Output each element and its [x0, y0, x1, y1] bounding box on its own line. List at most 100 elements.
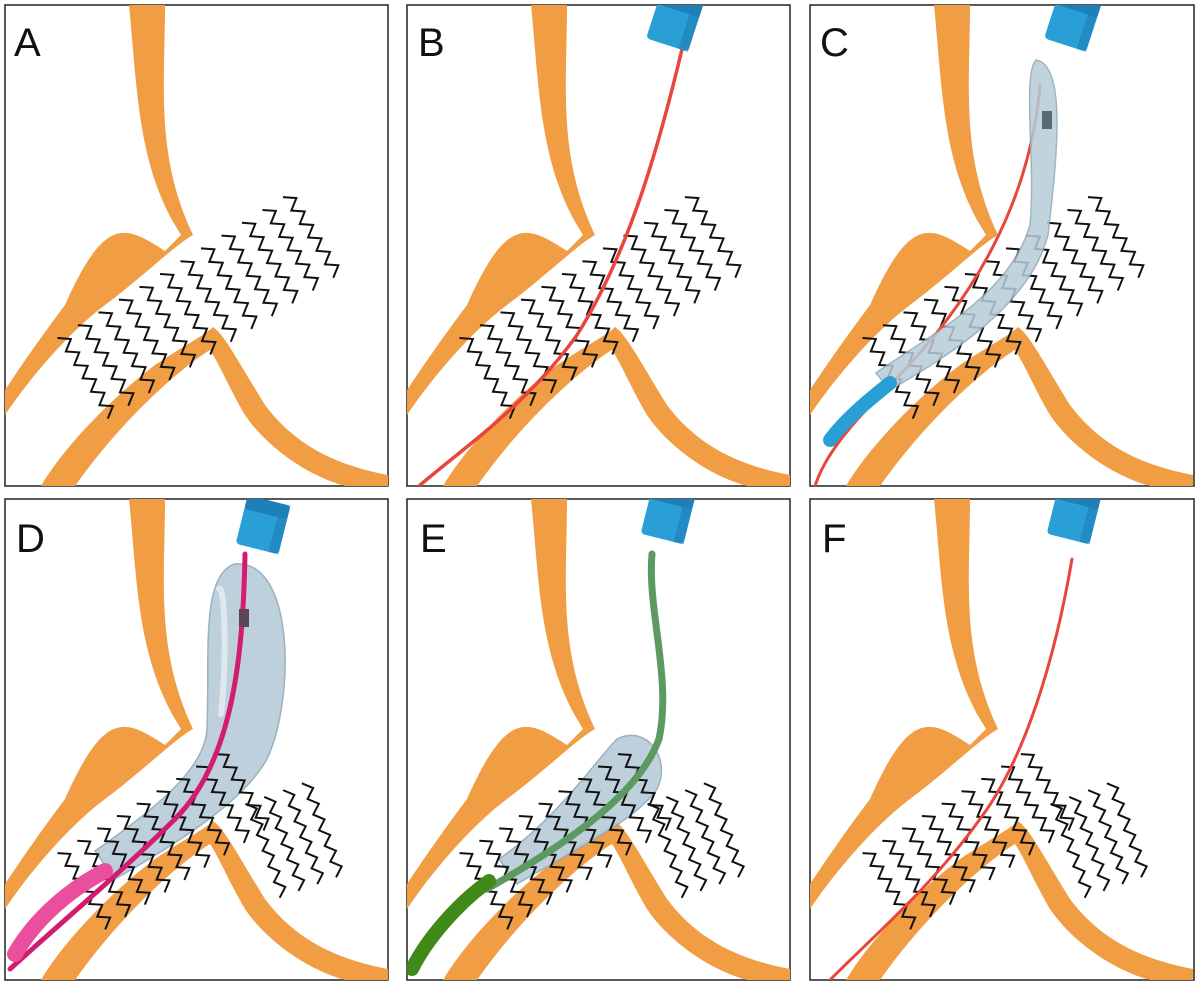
- stent-strut-row: [176, 777, 231, 856]
- stent-strut-row: [598, 765, 653, 844]
- stent-strut-row: [981, 777, 1036, 856]
- panel-label: A: [14, 21, 41, 65]
- panel-frame: [406, 4, 791, 487]
- stent-strut-row: [1087, 789, 1130, 885]
- balloon-catheter: [7, 551, 249, 972]
- catheter-shade: [1079, 499, 1102, 545]
- stent-strut-row: [902, 827, 957, 906]
- panel-label: D: [16, 517, 45, 561]
- catheter-icon: [1045, 5, 1102, 52]
- main-stent-mesh: [862, 753, 1075, 930]
- stent-strut-row: [1106, 782, 1149, 878]
- stent-strut-row: [118, 298, 176, 381]
- stent-strut-row: [578, 777, 633, 856]
- vessel-anatomy: [810, 5, 1193, 486]
- panel-e: E: [406, 498, 791, 981]
- stent-strut-row: [263, 796, 306, 892]
- stent-strut-row: [520, 298, 578, 381]
- stent-strut-row: [301, 782, 344, 878]
- catheter-shade: [673, 499, 696, 545]
- main-vessel-upper-wall: [810, 499, 998, 909]
- balloon-body: [497, 734, 663, 885]
- panel-frame: [4, 4, 389, 487]
- balloon-catheter: [407, 550, 667, 976]
- side-stent-mesh: [647, 782, 746, 899]
- main-vessel-lower-wall: [443, 821, 790, 980]
- stent-strut-row: [703, 782, 746, 878]
- stent-strut-row: [479, 324, 537, 407]
- stent-strut-row: [561, 272, 619, 355]
- vessel-anatomy: [5, 499, 388, 980]
- main-stent: [57, 196, 340, 419]
- guidewire: [417, 43, 685, 486]
- stent-strut-row: [541, 285, 599, 368]
- stent-strut-row: [882, 839, 937, 918]
- stent-strut-row: [57, 337, 115, 419]
- stent-strut-row: [1046, 221, 1104, 304]
- stent-strut-row: [136, 802, 191, 881]
- stent-strut-row: [139, 285, 197, 368]
- stent-strut-row: [623, 234, 681, 317]
- catheter-shade: [1076, 5, 1102, 52]
- catheter-icon: [236, 499, 291, 555]
- balloon-highlight: [216, 585, 228, 717]
- main-stent-mesh: [459, 196, 742, 419]
- guide-catheter-tip: [236, 499, 291, 555]
- main-stent: [862, 753, 1075, 930]
- balloon-marker: [1042, 111, 1052, 129]
- panel-label: B: [418, 21, 445, 65]
- catheter-shade: [268, 503, 291, 555]
- guide-catheter-tip: [1047, 499, 1102, 545]
- stent-strut-row: [156, 790, 211, 868]
- side-stent-mesh: [245, 782, 344, 899]
- kissing-balloon: [497, 734, 663, 885]
- stent-strut-row: [77, 324, 135, 407]
- wire-line: [417, 43, 685, 486]
- deflated-balloon: [823, 59, 1058, 447]
- panel-label: C: [820, 21, 849, 65]
- catheter-icon: [647, 5, 704, 52]
- main-vessel-upper-wall: [407, 499, 595, 909]
- panel-a: A: [4, 4, 389, 487]
- stent-strut-row: [1020, 753, 1075, 831]
- stent-strut-row: [684, 789, 727, 885]
- stent-strut-row: [282, 196, 340, 279]
- stent-strut-row: [1001, 765, 1056, 844]
- stent-strut-row: [262, 208, 320, 291]
- stent-strut-row: [862, 852, 917, 930]
- panel-label: F: [822, 517, 846, 561]
- green-shaft: [407, 874, 496, 976]
- stent-strut-row: [1067, 208, 1125, 291]
- vessel-anatomy: [407, 499, 790, 980]
- stent-strut-row: [582, 260, 640, 343]
- main-stent: [459, 196, 742, 419]
- main-vessel-upper-wall: [5, 499, 193, 909]
- stent-strut-row: [665, 796, 708, 892]
- panel-c: C: [809, 4, 1195, 487]
- side-branch-stent: [647, 782, 746, 899]
- main-vessel-lower-wall: [846, 327, 1193, 486]
- stent-strut-row: [921, 814, 976, 893]
- pink-shaft: [7, 863, 113, 962]
- stent-strut-row: [961, 790, 1016, 868]
- stent-strut-row: [647, 802, 689, 899]
- main-vessel-lower-wall: [41, 327, 388, 486]
- main-vessel-upper-wall: [810, 5, 998, 415]
- main-stent-mesh: [57, 196, 340, 419]
- stent-strut-row: [97, 827, 152, 906]
- balloon-marker: [239, 609, 249, 627]
- guide-catheter-tip: [1045, 5, 1102, 52]
- stent-strut-row: [241, 221, 299, 304]
- panel-frame: [809, 4, 1195, 487]
- catheter-shade: [678, 5, 704, 52]
- stent-strut-row: [159, 272, 217, 355]
- catheter-icon: [1047, 499, 1102, 545]
- stent-strut-row: [664, 208, 722, 291]
- wire-line: [483, 550, 667, 893]
- stent-strut-row: [1050, 802, 1092, 899]
- panel-b: B: [406, 4, 791, 487]
- panel-frame: [809, 498, 1195, 981]
- stent-strut-row: [245, 802, 287, 899]
- side-stent-mesh: [1050, 782, 1149, 899]
